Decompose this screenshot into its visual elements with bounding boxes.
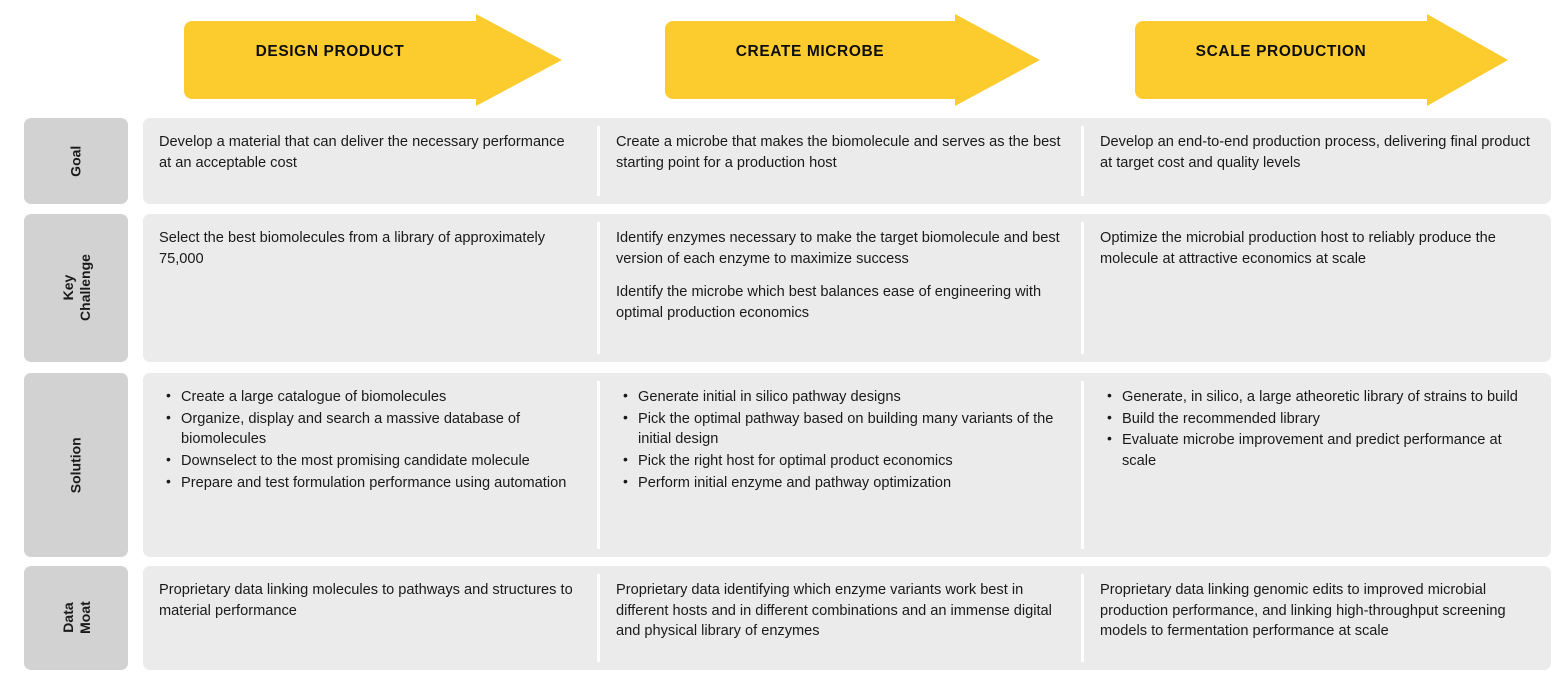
cell-goal-scale-production: Develop an end-to-end production process… xyxy=(1084,118,1551,204)
column-divider-2 xyxy=(1081,126,1084,196)
cell-data-moat-create-microbe: Proprietary data identifying which enzym… xyxy=(600,566,1081,670)
row-label-key-challenge-text: Key Challenge xyxy=(59,254,92,322)
row-label-solution: Solution xyxy=(24,373,128,557)
matrix-row-solution: Solution Create a large catalogue of bio… xyxy=(0,373,1566,557)
column-divider-2 xyxy=(1081,222,1084,354)
list-item: Perform initial enzyme and pathway optim… xyxy=(623,472,1063,494)
column-divider-1 xyxy=(597,126,600,196)
row-label-goal: Goal xyxy=(24,118,128,204)
list-item: Create a large catalogue of biomolecules xyxy=(166,386,579,408)
cell-solution-create-microbe: Generate initial in silico pathway desig… xyxy=(600,373,1081,557)
list-item: Pick the optimal pathway based on buildi… xyxy=(623,408,1063,450)
cell-paragraph: Identify enzymes necessary to make the t… xyxy=(616,230,1060,267)
row-panel-data-moat: Proprietary data linking molecules to pa… xyxy=(143,566,1551,670)
row-label-goal-text: Goal xyxy=(67,145,84,177)
row-label-data-moat-text: Data Moat xyxy=(59,601,92,635)
matrix-row-data-moat: Data Moat Proprietary data linking molec… xyxy=(0,566,1566,670)
bullet-list: Generate, in silico, a large atheoretic … xyxy=(1100,386,1533,472)
phase-arrow-band: DESIGN PRODUCT CREATE MICROBE SCALE PROD… xyxy=(0,0,1566,112)
cell-key-challenge-scale-production: Optimize the microbial production host t… xyxy=(1084,214,1551,362)
cell-paragraph: Develop a material that can deliver the … xyxy=(159,134,565,171)
list-item: Pick the right host for optimal product … xyxy=(623,450,1063,472)
list-item: Evaluate microbe improvement and predict… xyxy=(1107,429,1533,471)
cell-goal-create-microbe: Create a microbe that makes the biomolec… xyxy=(600,118,1081,204)
list-item: Organize, display and search a massive d… xyxy=(166,408,579,450)
cell-key-challenge-create-microbe: Identify enzymes necessary to make the t… xyxy=(600,214,1081,362)
list-item: Generate, in silico, a large atheoretic … xyxy=(1107,386,1533,408)
cell-paragraph: Select the best biomolecules from a libr… xyxy=(159,230,546,267)
row-label-solution-text: Solution xyxy=(67,436,84,493)
right-arrow-icon xyxy=(1135,14,1508,106)
cell-paragraph: Proprietary data identifying which enzym… xyxy=(616,582,1052,640)
matrix-row-key-challenge: Key Challenge Select the best biomolecul… xyxy=(0,214,1566,362)
row-panel-solution: Create a large catalogue of biomolecules… xyxy=(143,373,1551,557)
list-item: Prepare and test formulation performance… xyxy=(166,472,579,494)
right-arrow-icon xyxy=(665,14,1040,106)
cell-goal-design-product: Develop a material that can deliver the … xyxy=(143,118,597,204)
matrix-row-goal: Goal Develop a material that can deliver… xyxy=(0,118,1566,204)
column-divider-2 xyxy=(1081,381,1084,549)
column-divider-1 xyxy=(597,381,600,549)
cell-key-challenge-design-product: Select the best biomolecules from a libr… xyxy=(143,214,597,362)
row-label-key-challenge: Key Challenge xyxy=(24,214,128,362)
row-panel-goal: Develop a material that can deliver the … xyxy=(143,118,1551,204)
list-item: Downselect to the most promising candida… xyxy=(166,450,579,472)
list-item: Build the recommended library xyxy=(1107,408,1533,430)
cell-paragraph: Proprietary data linking genomic edits t… xyxy=(1100,582,1506,640)
right-arrow-icon xyxy=(184,14,562,106)
column-divider-1 xyxy=(597,574,600,662)
phase-arrow-design-product[interactable] xyxy=(176,8,570,112)
cell-solution-design-product: Create a large catalogue of biomolecules… xyxy=(143,373,597,557)
cell-paragraph: Proprietary data linking molecules to pa… xyxy=(159,582,573,619)
phase-arrow-create-microbe[interactable] xyxy=(657,8,1047,112)
row-label-data-moat: Data Moat xyxy=(24,566,128,670)
cell-data-moat-design-product: Proprietary data linking molecules to pa… xyxy=(143,566,597,670)
column-divider-2 xyxy=(1081,574,1084,662)
cell-data-moat-scale-production: Proprietary data linking genomic edits t… xyxy=(1084,566,1551,670)
phase-arrow-scale-production[interactable] xyxy=(1127,8,1515,112)
cell-solution-scale-production: Generate, in silico, a large atheoretic … xyxy=(1084,373,1551,557)
cell-paragraph: Identify the microbe which best balances… xyxy=(616,284,1042,322)
cell-paragraph: Optimize the microbial production host t… xyxy=(1100,230,1496,267)
bullet-list: Create a large catalogue of biomolecules… xyxy=(159,386,579,494)
column-divider-1 xyxy=(597,222,600,354)
list-item: Generate initial in silico pathway desig… xyxy=(623,386,1063,408)
row-panel-key-challenge: Select the best biomolecules from a libr… xyxy=(143,214,1551,362)
bullet-list: Generate initial in silico pathway desig… xyxy=(616,386,1063,494)
cell-paragraph: Create a microbe that makes the biomolec… xyxy=(616,134,1061,171)
cell-paragraph: Develop an end-to-end production process… xyxy=(1100,134,1530,171)
